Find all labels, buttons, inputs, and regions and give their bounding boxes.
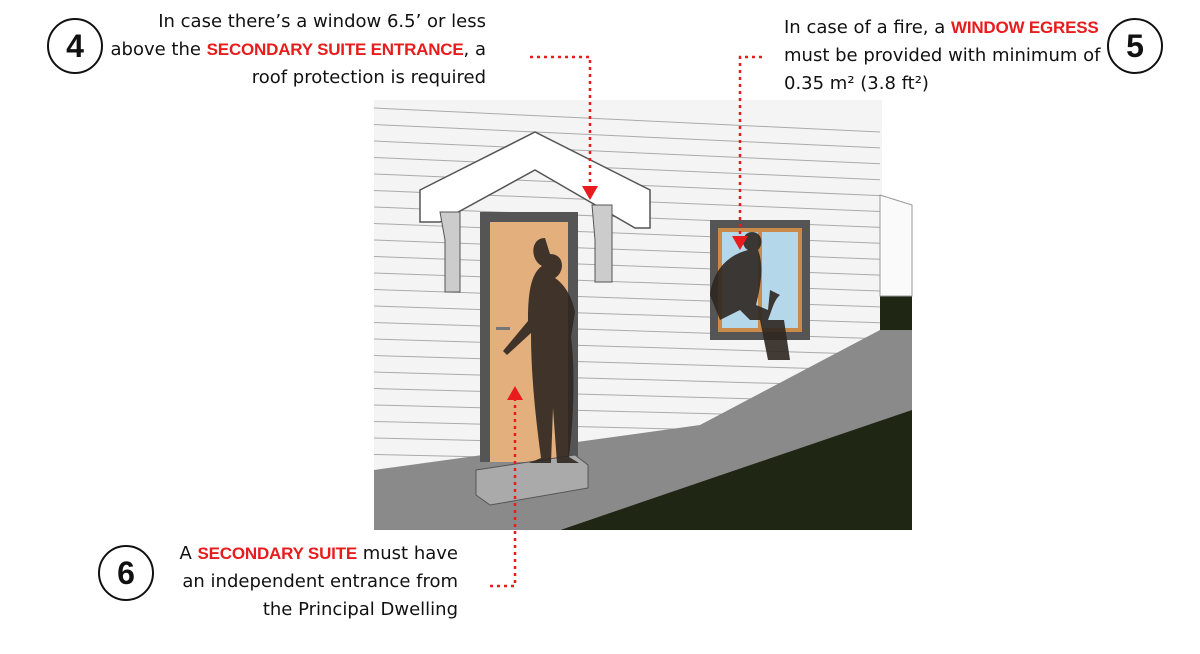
callout-number-4: 4 bbox=[47, 18, 103, 74]
person-escaping-silhouette bbox=[710, 232, 790, 360]
callout-4-before: In case there’s a window 6.5’ or less ab… bbox=[110, 11, 486, 60]
callout-5-text: In case of a fire, a WINDOW EGRESS must … bbox=[784, 14, 1104, 98]
callout-6-after: must have an independent entrance from t… bbox=[182, 543, 458, 620]
door-handle bbox=[496, 327, 510, 330]
siding-line bbox=[373, 355, 881, 371]
callout-number-6: 6 bbox=[98, 545, 154, 601]
arrow-5-head bbox=[732, 236, 748, 250]
arrow-6-line bbox=[490, 398, 517, 588]
siding-line bbox=[373, 338, 881, 356]
siding-line bbox=[373, 124, 881, 149]
person-silhouette bbox=[503, 238, 579, 463]
siding-line bbox=[373, 107, 881, 133]
callout-5-after: must be provided with minimum of 0.35 m²… bbox=[784, 45, 1101, 94]
callout-4-text: In case there’s a window 6.5’ or less ab… bbox=[110, 8, 486, 92]
siding-line bbox=[373, 140, 881, 165]
grass bbox=[560, 296, 912, 530]
callout-4-highlight: SECONDARY SUITE ENTRANCE bbox=[206, 40, 464, 59]
siding-line bbox=[373, 157, 881, 181]
roof-canopy bbox=[419, 131, 651, 293]
arrow-6-head bbox=[507, 386, 523, 400]
callout-5-highlight: WINDOW EGRESS bbox=[950, 18, 1099, 37]
wall-corner bbox=[879, 194, 913, 297]
callout-number-5: 5 bbox=[1107, 18, 1163, 74]
arrow-5-line bbox=[738, 55, 762, 238]
callout-5-before: In case of a fire, a bbox=[784, 17, 951, 38]
arrow-4-line bbox=[530, 55, 592, 188]
callout-4-after: , a roof protection is required bbox=[251, 39, 486, 88]
callout-6-text: A SECONDARY SUITE must have an independe… bbox=[158, 540, 458, 624]
arrow-4-head bbox=[582, 186, 598, 200]
step bbox=[475, 454, 589, 506]
callout-6-highlight: SECONDARY SUITE bbox=[197, 544, 358, 563]
callout-6-before: A bbox=[179, 543, 198, 564]
